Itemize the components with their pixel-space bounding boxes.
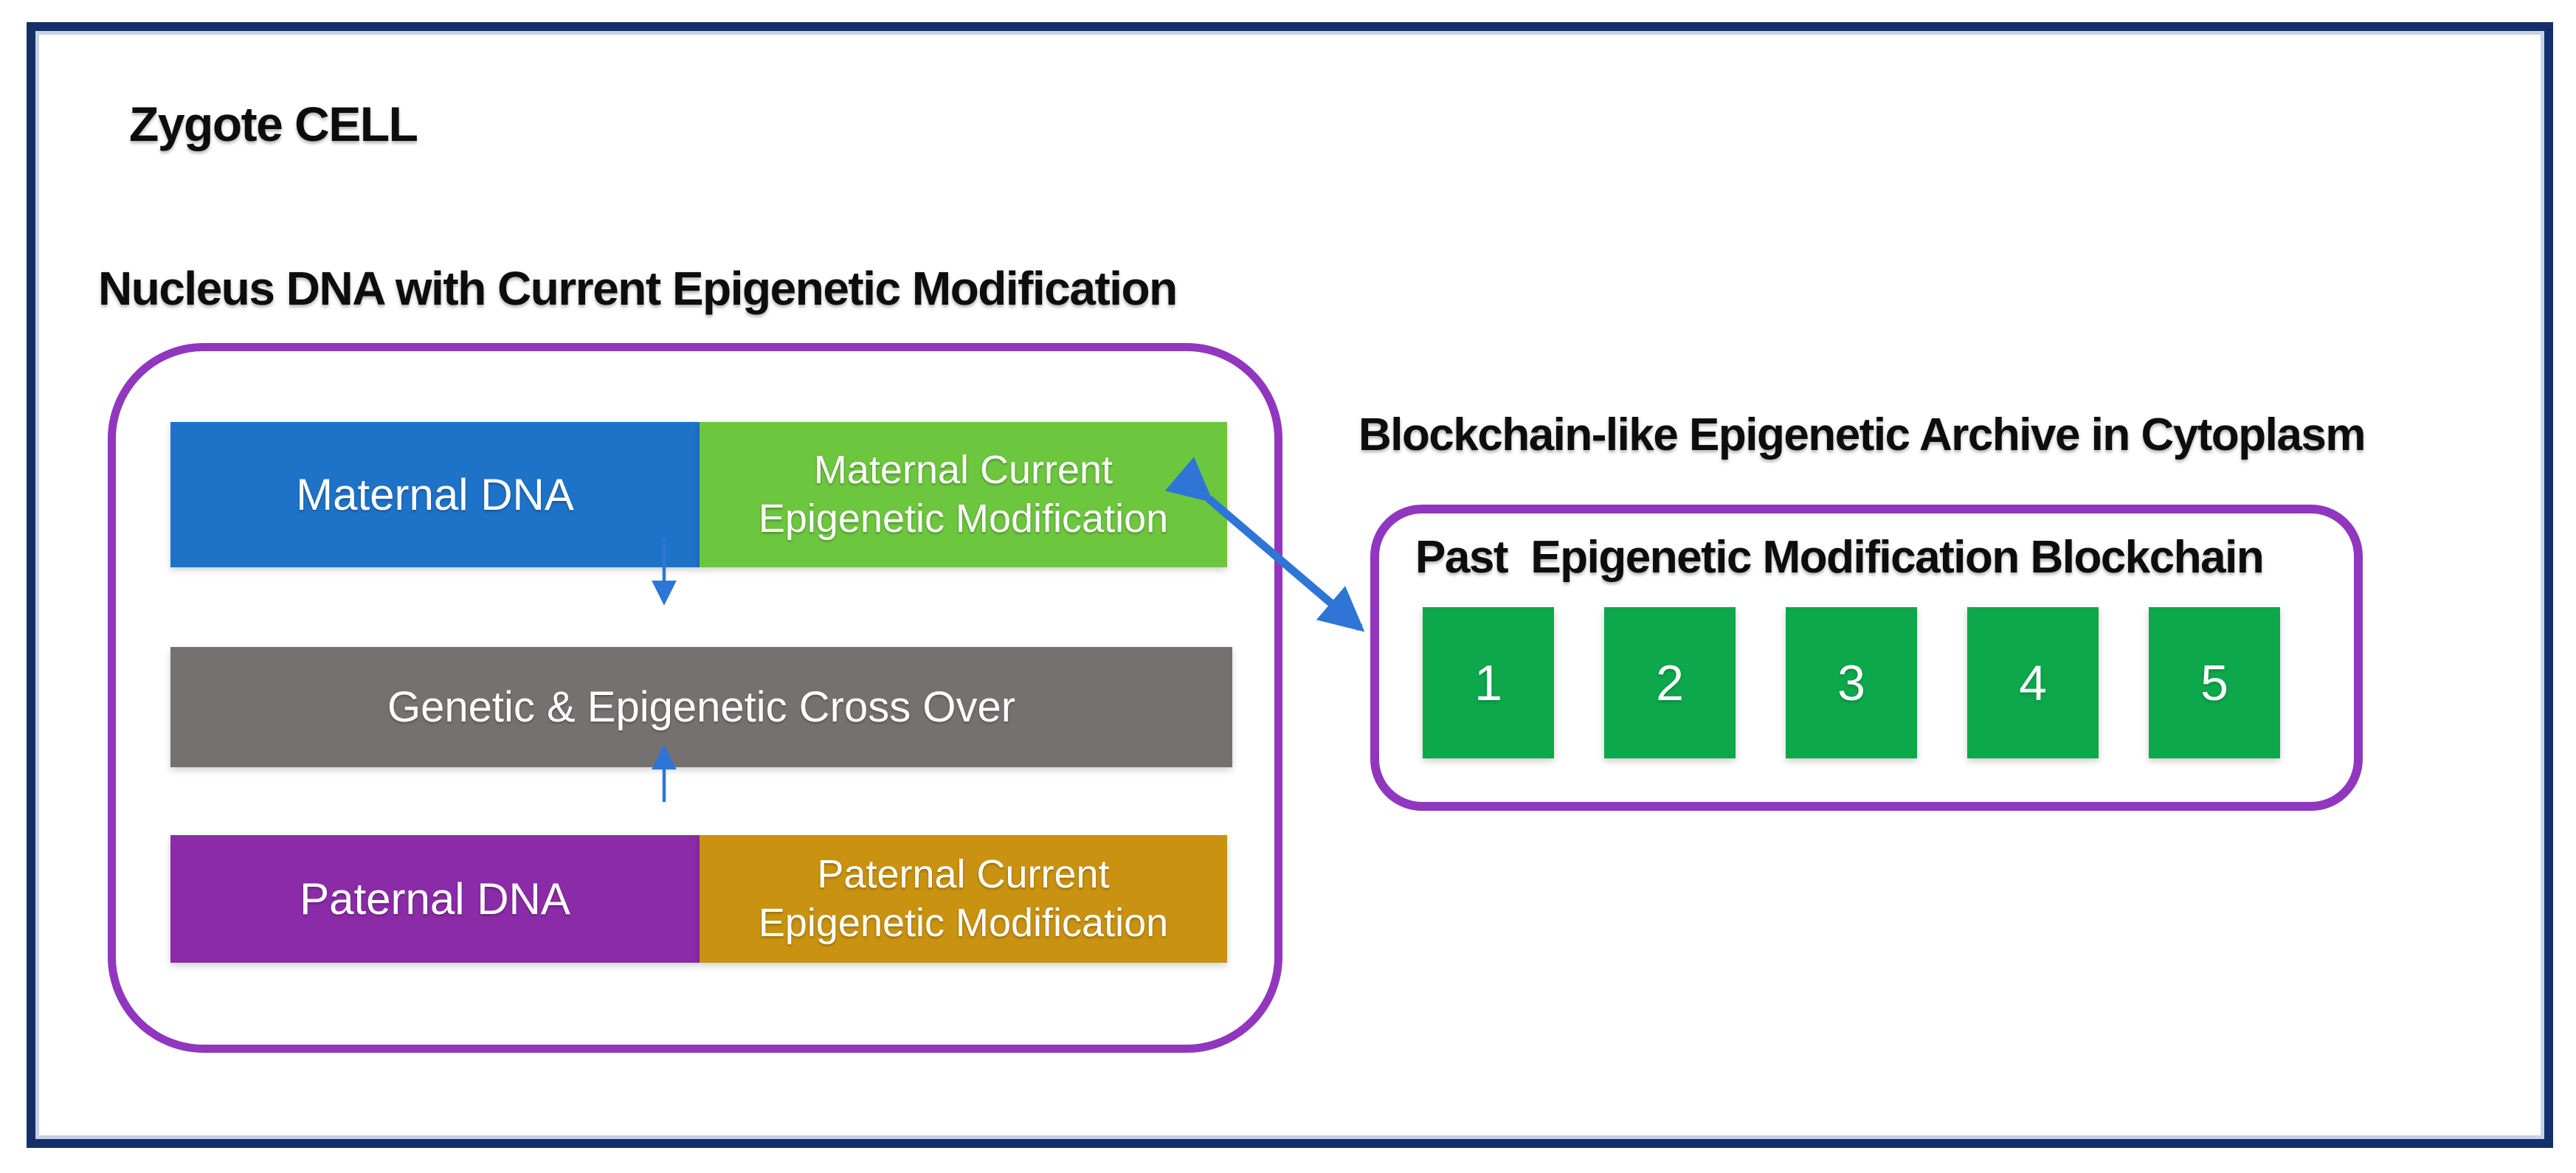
blockchain-block-1: 1 <box>1423 607 1554 758</box>
nucleus-container <box>108 343 1282 1053</box>
maternal-dna-box: Maternal DNA <box>170 422 700 567</box>
maternal-epigenetic-box: Maternal Current Epigenetic Modification <box>700 422 1227 567</box>
nucleus-heading: Nucleus DNA with Current Epigenetic Modi… <box>98 262 1178 315</box>
archive-subheading: Past Epigenetic Modification Blockchain <box>1415 532 2265 583</box>
blockchain-block-4: 4 <box>1967 607 2099 758</box>
archive-heading: Blockchain-like Epigenetic Archive in Cy… <box>1358 409 2366 460</box>
paternal-epigenetic-box: Paternal Current Epigenetic Modification <box>700 835 1227 963</box>
cell-membrane-frame: Zygote CELL Nucleus DNA with Current Epi… <box>27 22 2553 1148</box>
page-title: Zygote CELL <box>129 97 418 151</box>
crossover-box: Genetic & Epigenetic Cross Over <box>170 647 1232 767</box>
blockchain-block-2: 2 <box>1604 607 1736 758</box>
blockchain-block-3: 3 <box>1786 607 1917 758</box>
paternal-dna-box: Paternal DNA <box>170 835 700 963</box>
archive-container: Past Epigenetic Modification Blockchain … <box>1370 505 2363 811</box>
blockchain-block-5: 5 <box>2149 607 2280 758</box>
